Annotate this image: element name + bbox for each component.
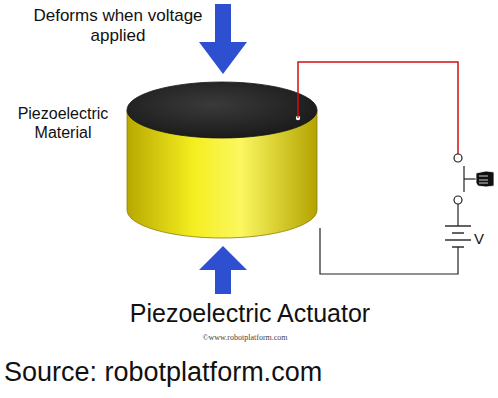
- hand-icon: [476, 171, 494, 187]
- piezo-cylinder-top: [127, 82, 317, 138]
- battery-plate: [445, 239, 471, 240]
- source-note: Source: robotplatform.com: [4, 356, 484, 388]
- red-wire: [298, 62, 458, 154]
- battery-plate: [452, 232, 464, 233]
- black-wire: [457, 204, 458, 226]
- watermark: ©www.robotplatform.com: [150, 333, 340, 343]
- battery-plate: [445, 225, 471, 226]
- voltage-label: V: [474, 230, 496, 248]
- switch-terminal: [454, 154, 462, 162]
- part-label: Piezoelectric Material: [2, 104, 124, 142]
- caption: Piezoelectric Actuator: [60, 298, 440, 328]
- arrow-note: Deforms when voltage applied: [18, 6, 218, 47]
- push-button-stem: [464, 178, 476, 179]
- switch-terminal: [454, 196, 462, 204]
- force-arrow-down: [199, 4, 247, 74]
- force-arrow-up: [199, 246, 247, 294]
- black-wire: [320, 228, 458, 274]
